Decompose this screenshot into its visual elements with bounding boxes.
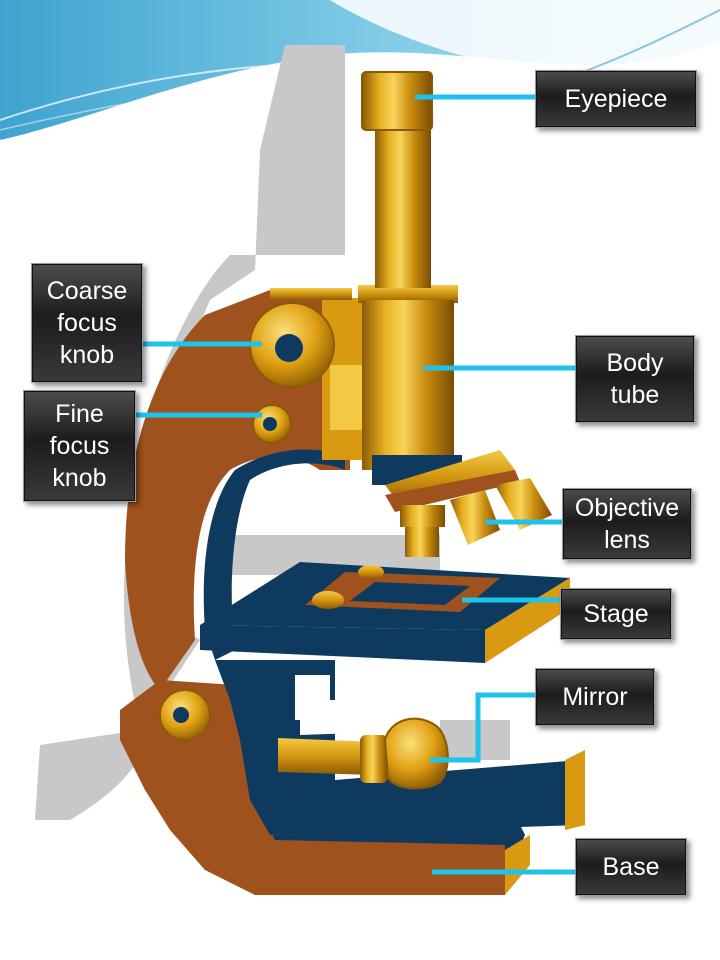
base [120,660,585,895]
label-base: Base [575,838,687,896]
arm [125,290,350,741]
mirror [278,717,449,790]
leader-mirror [430,692,535,763]
leader-lines [136,94,575,875]
microscope-shadow [35,45,510,820]
label-eyepiece: Eyepiece [535,70,697,128]
label-mirror: Mirror [535,668,655,726]
objective-lenses [385,450,552,557]
label-fine-focus-knob: Fine focus knob [23,390,136,502]
label-objective-lens: Objective lens [562,488,692,560]
label-stage: Stage [560,588,672,640]
label-body-tube: Body tube [575,335,695,423]
stage [200,562,570,663]
label-coarse-focus-knob: Coarse focus knob [31,263,143,383]
header-swoosh [0,0,720,140]
